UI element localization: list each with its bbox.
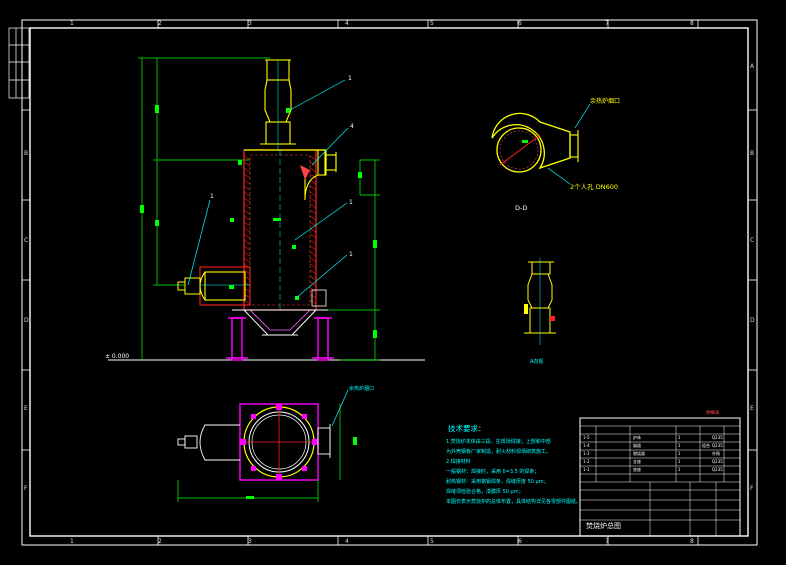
side-view-a: A向视 [524, 258, 556, 365]
row-label: D [24, 317, 29, 324]
leader-lines [187, 79, 349, 299]
tech-req-line: 焊缝须检验合格，漆膜厚 50 μm； [446, 488, 524, 495]
part-name: 炉体 [633, 434, 641, 440]
row-label: A [750, 63, 755, 70]
col-label: 1 [70, 20, 74, 27]
col-label: 3 [248, 20, 252, 27]
col-label: 2 [158, 538, 162, 545]
row-label: C [24, 237, 28, 244]
row-label: E [24, 405, 28, 412]
part-qty: 1 [678, 435, 681, 440]
row-label: F [750, 485, 754, 492]
balloon-label: 4 [350, 123, 354, 130]
drawing-title: 焚烧炉总图 [586, 521, 621, 530]
balloon-label: 1 [210, 193, 214, 200]
ash-cone [243, 309, 317, 336]
part-no: 1-3 [583, 451, 590, 456]
view-label: A向视 [530, 358, 543, 365]
part-qty: 1 [678, 443, 681, 448]
tech-req-line: 1.焚烧炉本体由三段，在现场焊接；上部和中部 [446, 438, 551, 445]
col-label: 7 [605, 20, 609, 27]
part-no: 1-4 [583, 443, 590, 448]
col-label: 4 [345, 20, 349, 27]
section-label: D-D [515, 204, 527, 212]
part-qty: 1 [678, 467, 681, 472]
tech-req-line: 本图仅表示焚烧炉的总体布置，具体结构详见各零部件图纸。 [446, 498, 581, 505]
row-label: D [750, 317, 755, 324]
main-elevation-view: ± 0.000 [105, 57, 425, 361]
title-block: 明细表 1-5 炉体 1 Q235 1-4 烟道 1 组合 Q235 1-3 燃… [579, 409, 741, 537]
row-label: B [24, 150, 28, 157]
part-material: Q235 [712, 443, 723, 448]
inspection-port [311, 289, 327, 307]
part-no: 1-1 [583, 467, 590, 472]
col-label: 8 [690, 538, 694, 545]
row-label: F [24, 485, 28, 492]
tech-req-line: 为外壳钢板厂家制造，耐火材料现场砌筑施工。 [446, 448, 551, 455]
tech-req-line: 2.焊接材料 [446, 458, 471, 465]
col-label: 1 [70, 538, 74, 545]
col-label: 8 [690, 20, 694, 27]
part-name: 底座 [633, 466, 641, 472]
col-label: 5 [430, 538, 434, 545]
tech-req-line: 一般钢材：焊接时，采用 δ=3.5 的焊条； [446, 468, 539, 475]
part-qty: 1 [678, 459, 681, 464]
col-label: 6 [518, 20, 522, 27]
balloons: 1 4 1 1 1 [210, 75, 354, 258]
flue-outlet-elbow [304, 149, 337, 201]
part-no: 1-5 [583, 435, 590, 440]
flue-port-note: 余热炉烟口 [590, 97, 620, 105]
part-material: Q235 [712, 459, 723, 464]
zone-ticks [22, 20, 757, 545]
outer-border [21, 19, 758, 546]
col-label: 6 [518, 538, 522, 545]
part-material: 外购 [712, 450, 720, 456]
col-label: 7 [605, 538, 609, 545]
col-label: 3 [248, 538, 252, 545]
balloon-label: 1 [349, 251, 353, 258]
col-label: 4 [345, 538, 349, 545]
flue-port-note: 余热炉烟口 [349, 385, 374, 392]
tech-req-line: 耐热钢材：采用铬钼焊条，焊缝厚度 50 μm； [446, 478, 549, 485]
col-label: 5 [430, 20, 434, 27]
zone-labels: 1 2 3 4 5 6 7 8 1 2 3 4 5 6 7 8 A B C D … [24, 20, 755, 545]
support-legs [226, 317, 334, 361]
ground-level-label: ± 0.000 [105, 353, 129, 360]
inner-border [29, 27, 749, 537]
plan-view: 余热炉烟口 [177, 385, 374, 502]
chimney-stack [260, 59, 296, 150]
marker [229, 160, 299, 300]
technical-requirements: 技术要求： 1.焚烧炉本体由三段，在现场焊接；上部和中部 为外壳钢板厂家制造，耐… [446, 423, 581, 505]
balloon-label: 1 [349, 199, 353, 206]
dimension-ticks [140, 105, 377, 338]
part-note: 组合 [702, 442, 710, 448]
parts-list-header: 明细表 [706, 409, 720, 416]
part-name: 燃烧器 [633, 450, 645, 456]
furnace-body [243, 149, 325, 311]
corner-stamp [8, 27, 30, 99]
balloon-label: 1 [348, 75, 352, 82]
part-qty: 1 [678, 451, 681, 456]
marker [300, 165, 310, 180]
part-name: 烟道 [633, 442, 641, 448]
row-label: E [750, 405, 754, 412]
burner-assembly [177, 266, 251, 306]
part-material: Q235 [712, 467, 723, 472]
section-view-dd: 余热炉烟口 2个人孔 DN600 D-D [491, 97, 620, 212]
col-label: 2 [158, 20, 162, 27]
part-no: 1-2 [583, 459, 590, 464]
tech-req-title: 技术要求： [448, 423, 486, 433]
dimension-lines [138, 57, 380, 361]
manhole-note: 2个人孔 DN600 [570, 183, 618, 191]
row-label: B [750, 150, 754, 157]
part-material: Q235 [712, 435, 723, 440]
marker [286, 108, 290, 113]
row-label: C [750, 237, 754, 244]
part-name: 支座 [633, 458, 641, 464]
